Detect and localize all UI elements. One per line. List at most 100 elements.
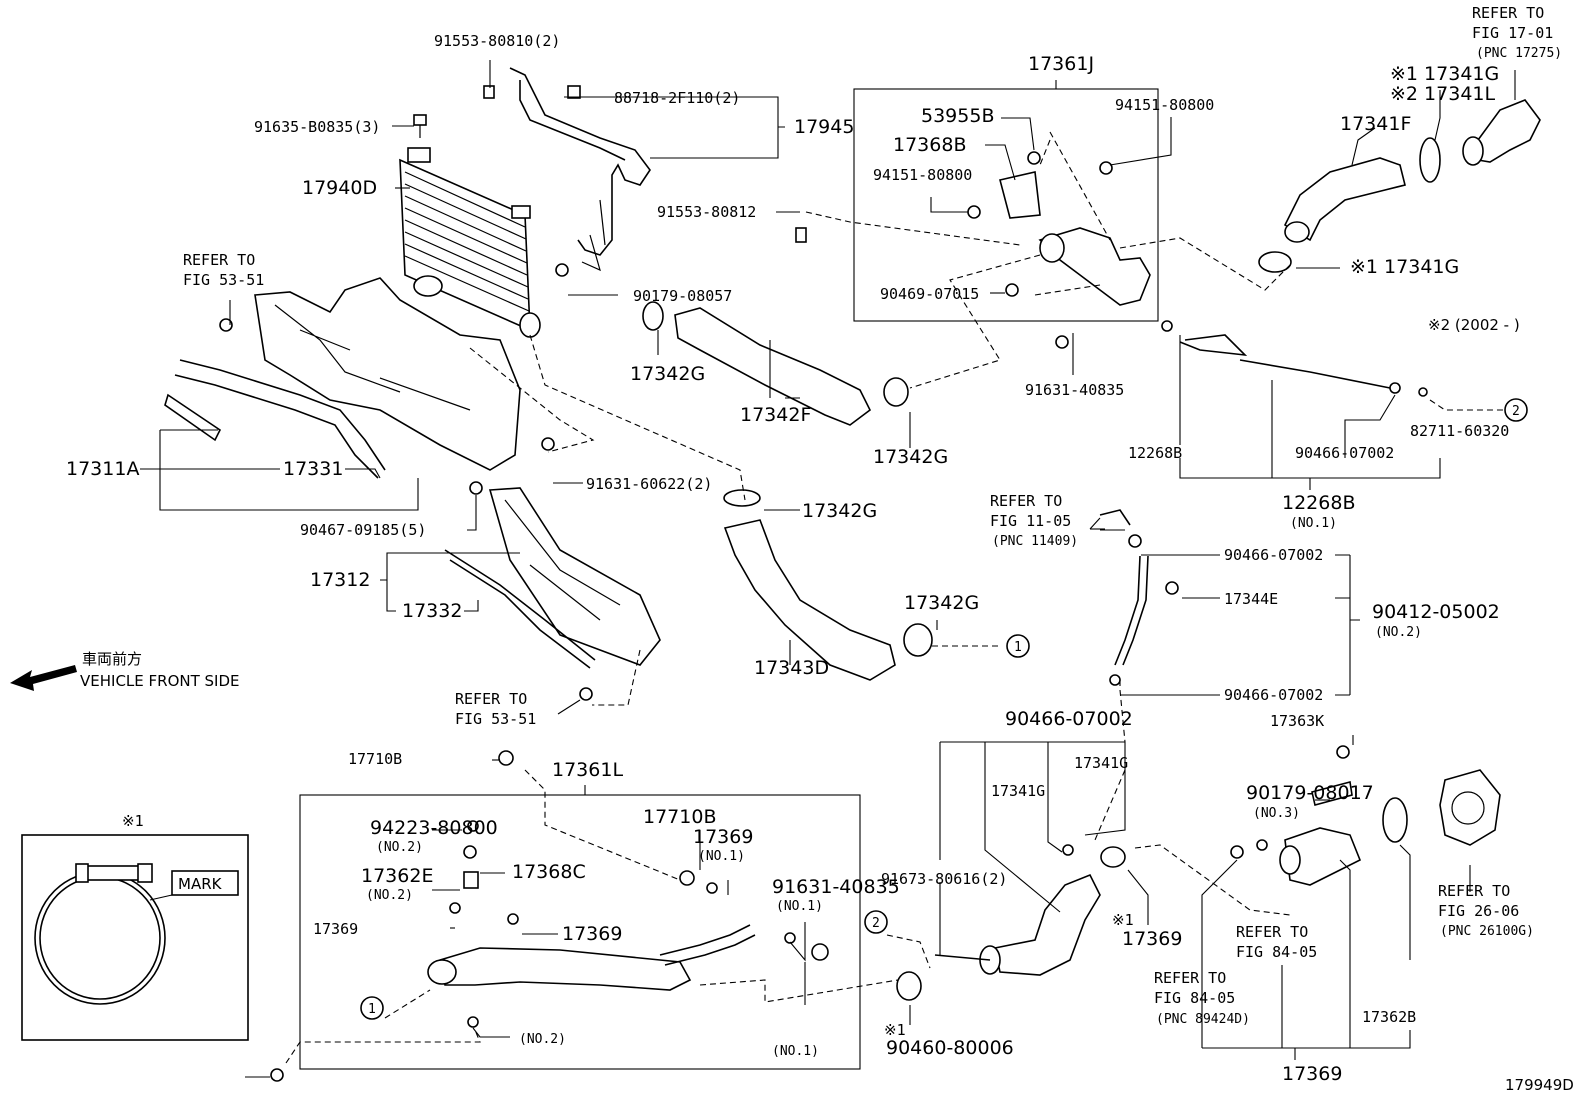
label-refer-to-84-05-b: REFER TO — [1154, 969, 1226, 987]
label-17341G-top: ※1 17341G — [1390, 63, 1499, 85]
callout-2-a: 2 — [1512, 404, 1520, 419]
label-refer-to-17-01: REFER TO — [1472, 4, 1544, 22]
label-17341G-mid: ※1 17341G — [1350, 256, 1459, 278]
label-17342G-a: 17342G — [630, 363, 705, 385]
label-17342G-b: 17342G — [873, 446, 948, 468]
label-fig-84-05-a: FIG 84-05 — [1236, 943, 1317, 961]
label-90467-09185: 90467-09185(5) — [300, 521, 426, 539]
label-front-jp: 車両前方 — [82, 650, 142, 668]
label-asterisk1-a: ※1 — [1112, 911, 1134, 929]
label-17710B-a: 17362E — [361, 865, 433, 887]
label-17341G-low: 17369 — [1122, 928, 1182, 950]
label-fig-53-51-b: FIG 53-51 — [455, 710, 536, 728]
label-17945: 17945 — [794, 116, 854, 138]
hose-12268B-no2-drawing — [1099, 509, 1179, 686]
label-17710B-a-sub: (NO.2) — [366, 888, 413, 903]
label-refer-to-53-51-a: REFER TO — [183, 251, 255, 269]
label-17344E: 90466-07002 — [1005, 708, 1133, 730]
label-17940D: 17940D — [302, 177, 377, 199]
label-17341L: ※2 17341L — [1390, 83, 1495, 105]
label-17369-c: 91631-40835 — [772, 876, 900, 898]
label-94151-80800-b: 94151-80800 — [873, 166, 972, 184]
label-17369-a: 94223-80800 — [370, 817, 498, 839]
lower-duct-drawing — [444, 481, 661, 701]
label-pnc-26100G: (PNC 26100G) — [1440, 924, 1534, 939]
label-17368B: 17368B — [893, 134, 966, 156]
label-17341G-bot: 90460-80006 — [886, 1037, 1014, 1059]
label-17369-d-sub: (NO.2) — [519, 1032, 566, 1047]
label-90412-05002-a: 82711-60320 — [1410, 422, 1509, 440]
label-17312: 17312 — [310, 569, 370, 591]
label-17369-b-sub: (NO.1) — [698, 849, 745, 864]
label-pnc-89424D: (PNC 89424D) — [1156, 1012, 1250, 1027]
label-17361J: 17361J — [1028, 53, 1094, 75]
callout-2-b: 2 — [872, 916, 880, 931]
water-pipe-drawing — [270, 750, 922, 1082]
water-outlet-drawing — [1230, 745, 1501, 886]
label-note2-range: ※2 (2002 - ) — [1428, 316, 1520, 334]
label-17369-no3-sub: (NO.3) — [1253, 806, 1300, 821]
label-91635-B0835: 91635-B0835(3) — [254, 118, 380, 136]
bracket-drawing — [483, 67, 651, 277]
leader-lines — [140, 60, 1516, 1078]
hose-17343D-drawing — [723, 489, 933, 681]
label-90412-05002-b: 17341G — [1074, 754, 1128, 772]
label-fig-53-51-a: FIG 53-51 — [183, 271, 264, 289]
label-17361L: 17368C — [512, 861, 586, 883]
label-90466-07002-e: 17341G — [991, 782, 1045, 800]
callout-1-a: 1 — [1014, 640, 1022, 655]
hose-17344E-drawing — [934, 844, 1126, 976]
thermostat-housing-drawing — [795, 151, 1151, 349]
hose-17342F-drawing — [642, 301, 909, 426]
label-fig-84-05-b: FIG 84-05 — [1154, 989, 1235, 1007]
label-pnc-17275: (PNC 17275) — [1476, 46, 1562, 61]
label-90466-07002-a: 12268B — [1128, 444, 1182, 462]
label-12268B-no2: 90412-05002 — [1372, 601, 1500, 623]
hose-17341F-drawing — [1258, 99, 1541, 273]
label-94151-80800-a: 94151-80800 — [1115, 96, 1214, 114]
label-refer-to-53-51-b: REFER TO — [455, 690, 527, 708]
label-17341F: 17341F — [1340, 113, 1411, 135]
label-82711-60320: 17344E — [1224, 590, 1278, 608]
label-88718-2F110: 88718-2F110(2) — [614, 89, 740, 107]
label-90469-07015: 90469-07015 — [880, 285, 979, 303]
label-17332: 17332 — [402, 600, 462, 622]
label-fig-17-01: FIG 17-01 — [1472, 24, 1553, 42]
hose-12268B-no1-drawing — [1161, 320, 1428, 397]
label-pnc-11409: (PNC 11409) — [992, 534, 1078, 549]
label-12268B-no1-sub: (NO.1) — [1290, 516, 1337, 531]
diagram-id: 179949D — [1505, 1076, 1574, 1094]
label-91553-80810: 91553-80810(2) — [434, 32, 560, 50]
label-17342F: 17342F — [740, 404, 811, 426]
label-90179-08017: 17710B — [348, 750, 402, 768]
label-17362B: 17361L — [552, 759, 623, 781]
label-mark: MARK — [178, 875, 223, 893]
label-90466-07002-b: 90466-07002 — [1295, 444, 1394, 462]
vehicle-front-arrow — [10, 665, 77, 691]
label-94223-80800: 17369 — [313, 920, 358, 938]
label-17342G-d: 17342G — [904, 592, 979, 614]
label-17362E: 17369 — [562, 923, 622, 945]
label-17369-a-sub: (NO.2) — [376, 840, 423, 855]
air-duct-drawing — [164, 277, 555, 479]
label-91553-80812: 91553-80812 — [657, 203, 756, 221]
label-refer-to-26-06: REFER TO — [1438, 882, 1510, 900]
label-17369-no3: 90179-08017 — [1246, 782, 1374, 804]
callout-circles — [360, 398, 1528, 1020]
label-90179-08057: 90179-08057 — [633, 287, 732, 305]
intercooler-drawing — [399, 114, 541, 338]
label-90466-07002-c: 90466-07002 — [1224, 546, 1323, 564]
callout-1-b: 1 — [368, 1002, 376, 1017]
label-17363K: 17369 — [1282, 1063, 1342, 1085]
label-refer-to-11-05: REFER TO — [990, 492, 1062, 510]
label-refer-to-84-05-a: REFER TO — [1236, 923, 1308, 941]
label-17311A: 17311A — [66, 458, 139, 480]
label-17368C: 17710B — [643, 806, 716, 828]
label-front-en: VEHICLE FRONT SIDE — [80, 672, 240, 690]
label-12268B-no2-sub: (NO.2) — [1375, 625, 1422, 640]
label-fig-11-05: FIG 11-05 — [990, 512, 1071, 530]
label-fig-26-06: FIG 26-06 — [1438, 902, 1519, 920]
label-17369-c-sub: (NO.1) — [776, 899, 823, 914]
label-90466-07002-d: 90466-07002 — [1224, 686, 1323, 704]
